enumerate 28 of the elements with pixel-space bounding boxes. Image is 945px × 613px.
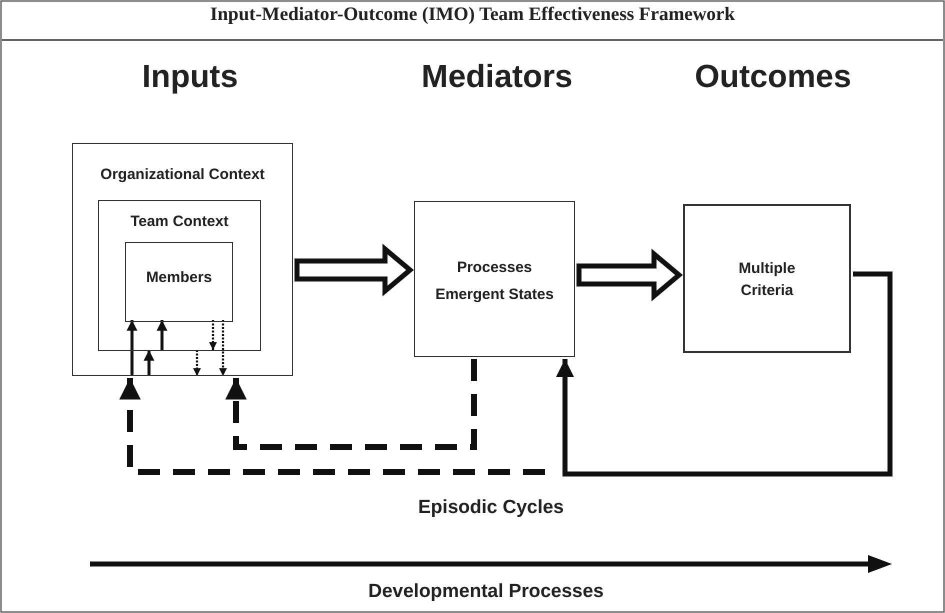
axis-label: Developmental Processes — [368, 581, 604, 603]
node-label: Organizational Context — [99, 165, 266, 185]
node-label: Multiple Criteria — [738, 259, 796, 301]
mediator-box — [414, 201, 575, 357]
node-label: Processes — [456, 258, 534, 278]
outcome-box — [683, 204, 851, 353]
members-box — [125, 242, 233, 322]
context-box — [98, 200, 261, 351]
diagram-title: Input-Mediator-Outcome (IMO) Team Effectiveness Framework — [209, 4, 736, 26]
column-heading: Inputs — [142, 58, 238, 95]
dashed-arrow — [119, 378, 545, 475]
arrow — [556, 272, 892, 476]
context-box — [72, 143, 293, 376]
node-label: Emergent States — [434, 285, 555, 305]
dashed-arrow — [219, 320, 227, 376]
column-heading: Outcomes — [694, 58, 852, 95]
dashed-arrow — [209, 320, 217, 350]
axis-label: Episodic Cycles — [418, 497, 564, 519]
dashed-arrow — [225, 359, 477, 450]
arrow — [126, 320, 138, 376]
node-label: Team Context — [129, 212, 230, 232]
node-label: Members — [145, 268, 213, 288]
dashed-arrow — [193, 350, 201, 376]
column-heading: Mediators — [421, 58, 573, 95]
block-arrow — [576, 248, 683, 302]
arrow — [156, 320, 168, 350]
block-arrow — [294, 244, 414, 296]
arrow — [144, 350, 154, 376]
